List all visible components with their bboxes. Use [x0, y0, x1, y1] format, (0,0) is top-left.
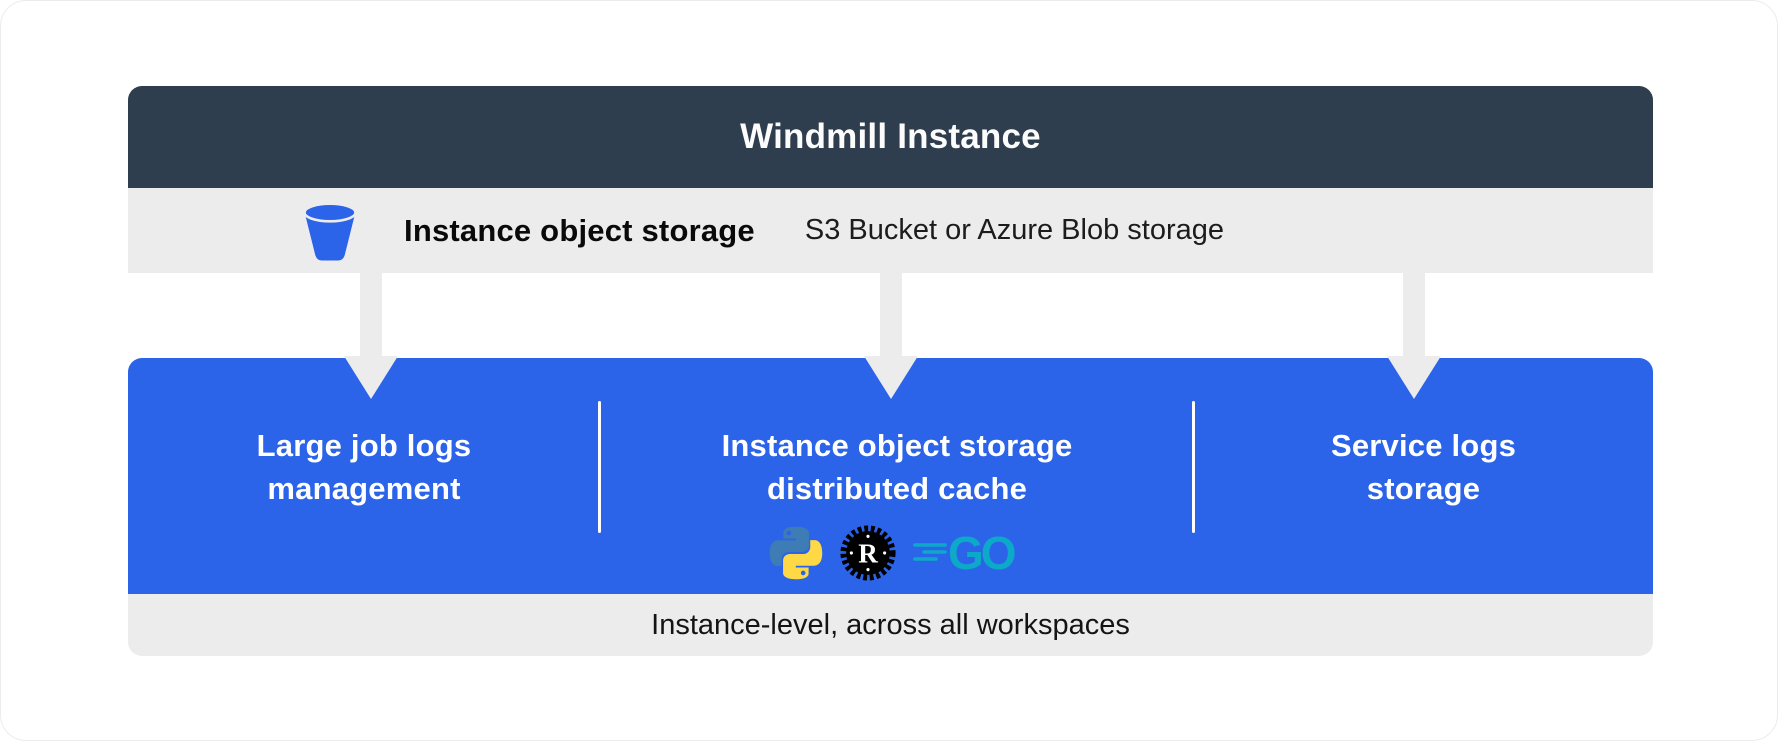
- section-divider: [1192, 401, 1195, 533]
- svg-text:GO: GO: [948, 528, 1015, 578]
- section-divider: [598, 401, 601, 533]
- storage-bar-subtitle: S3 Bucket or Azure Blob storage: [804, 214, 1225, 246]
- windmill-instance-header: Windmill Instance: [128, 86, 1653, 188]
- scope-label: Instance-level, across all workspaces: [651, 608, 1130, 641]
- section-service-logs: Service logs storage: [1194, 358, 1653, 594]
- section-title: Service logs storage: [1330, 428, 1517, 506]
- rust-icon: R: [840, 525, 896, 581]
- python-icon: [769, 526, 823, 580]
- bucket-icon: [303, 201, 357, 260]
- section-distributed-cache: Instance object storage distributed cach…: [600, 358, 1194, 594]
- scope-bar: Instance-level, across all workspaces: [128, 594, 1653, 656]
- storage-bar-title: Instance object storage: [404, 212, 755, 248]
- svg-text:R: R: [858, 539, 878, 569]
- diagram-title: Windmill Instance: [740, 117, 1041, 156]
- section-title: Large job logs management: [256, 428, 472, 506]
- section-title: Instance object storage distributed cach…: [721, 428, 1073, 506]
- instance-object-storage-bar: Instance object storage S3 Bucket or Azu…: [128, 188, 1653, 273]
- go-icon: GO: [913, 528, 1018, 578]
- section-large-job-logs: Large job logs management: [128, 358, 600, 594]
- language-icons-row: R GO: [600, 524, 1194, 582]
